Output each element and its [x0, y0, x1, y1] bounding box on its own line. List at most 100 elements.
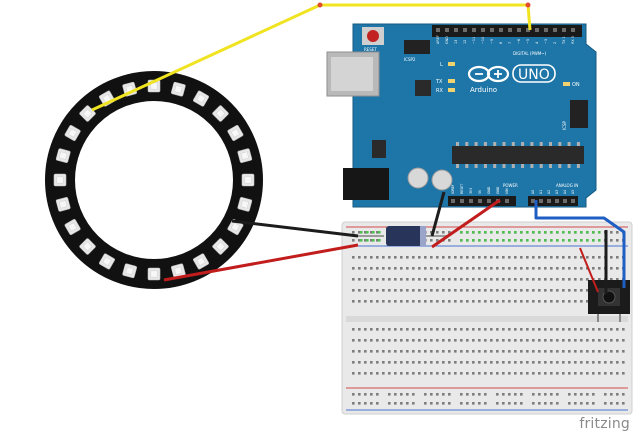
wire-red-arduino-5v	[431, 198, 501, 249]
icsp-header	[570, 100, 588, 128]
chip-small	[415, 80, 431, 96]
power-pin-label: RESET	[460, 184, 464, 194]
analog-pin	[539, 199, 543, 203]
ring-led	[193, 90, 209, 107]
wire-black-ring-gnd	[231, 219, 359, 238]
digital-pin	[526, 28, 530, 32]
chip-pins	[456, 142, 580, 168]
power-pin-label: GND	[487, 186, 491, 194]
power-pin	[487, 199, 491, 203]
digital-pin-label: GND	[445, 36, 449, 44]
ring-led	[171, 263, 186, 279]
usb-port-inner	[331, 57, 373, 91]
wire-yellow-bend-2	[525, 2, 531, 8]
arduino-logo-text: Arduino	[470, 86, 497, 94]
analog-pin	[531, 199, 535, 203]
digital-pin	[481, 28, 485, 32]
digital-pin	[508, 28, 512, 32]
power-pin	[460, 199, 464, 203]
wire-red-ring-5v	[163, 243, 359, 282]
analog-pin-label: A3	[555, 190, 559, 194]
wire-yellow-data	[91, 3, 532, 112]
digital-pin	[553, 28, 557, 32]
analog-pin	[555, 199, 559, 203]
ring-leds	[53, 79, 255, 281]
ring-led	[237, 148, 253, 163]
capacitor	[355, 226, 448, 246]
digital-pin-label: ~3	[544, 39, 548, 44]
analog-pin	[547, 199, 551, 203]
power-pin-label: VIN	[505, 188, 509, 194]
digital-pin-label: 7	[508, 42, 512, 44]
uno-badge-text: UNO	[518, 67, 550, 83]
analog-pin	[563, 199, 567, 203]
analog-pin-label: A4	[563, 190, 567, 194]
digital-pin	[499, 28, 503, 32]
led-on-label: ON	[572, 82, 580, 88]
icsp-label: ICSP	[562, 120, 567, 130]
reset-label: RESET	[364, 47, 377, 52]
digital-pin	[562, 28, 566, 32]
ring-led	[171, 81, 186, 97]
digital-pin	[571, 28, 575, 32]
led-tx	[448, 79, 455, 83]
power-pin	[451, 199, 455, 203]
power-pin-label: IOREF	[451, 184, 455, 194]
power-pin-label: GND	[496, 186, 500, 194]
fritzing-watermark: fritzing	[579, 416, 630, 432]
digital-pin	[517, 28, 521, 32]
ring-led	[99, 253, 115, 270]
digital-pin	[472, 28, 476, 32]
breadboard	[341, 221, 633, 415]
led-on	[563, 82, 570, 86]
digital-pin-label: ~11	[472, 37, 476, 44]
led-rx	[448, 88, 455, 92]
power-header-label: POWER	[503, 183, 518, 188]
digital-pin-label: ~5	[526, 39, 530, 44]
capacitor-stripe	[420, 226, 426, 246]
power-pin	[478, 199, 482, 203]
center-channel	[346, 316, 628, 322]
digital-pin-label: TX 1	[562, 36, 566, 45]
wire-yellow-bend	[317, 2, 323, 8]
neopixel-ring	[45, 71, 263, 289]
analog-header	[528, 196, 578, 206]
icsp2-header	[404, 40, 430, 54]
arduino-logo: Arduino	[467, 65, 510, 94]
capacitor-board-2	[431, 169, 453, 191]
ring-led	[212, 105, 229, 122]
power-pin-label: 5V	[478, 189, 482, 194]
capacitor-board-1	[407, 167, 429, 189]
led-l	[448, 62, 455, 66]
digital-pin	[463, 28, 467, 32]
digital-pin	[454, 28, 458, 32]
digital-pin-label: 4	[535, 42, 539, 44]
led-l-label: L	[440, 62, 443, 68]
ring-led	[147, 267, 161, 281]
wire-black-arduino-gnd	[430, 191, 446, 237]
digital-header-label: DIGITAL (PWM~)	[513, 51, 547, 56]
analog-pin	[571, 199, 575, 203]
ring-led	[55, 197, 71, 212]
power-jack	[343, 168, 389, 200]
uno-badge	[512, 64, 556, 83]
digital-pin-label: 12	[463, 40, 467, 44]
analog-pin-label: A0	[531, 190, 535, 194]
analog-pin-label: A2	[547, 190, 551, 194]
led-rx-label: RX	[436, 88, 443, 94]
power-pin-label: 3V3	[469, 188, 473, 194]
digital-pin-label: RX 0	[571, 36, 575, 44]
digital-pin-label: 2	[553, 42, 557, 44]
capacitor-body	[386, 226, 426, 246]
ring-led	[64, 125, 81, 141]
ring-led	[237, 197, 253, 212]
digital-pin	[436, 28, 440, 32]
led-tx-label: TX	[435, 79, 443, 85]
reset-button	[367, 30, 379, 42]
analog-pin-label: A1	[539, 190, 543, 194]
ring-led	[193, 253, 209, 270]
ring-led	[122, 263, 137, 279]
